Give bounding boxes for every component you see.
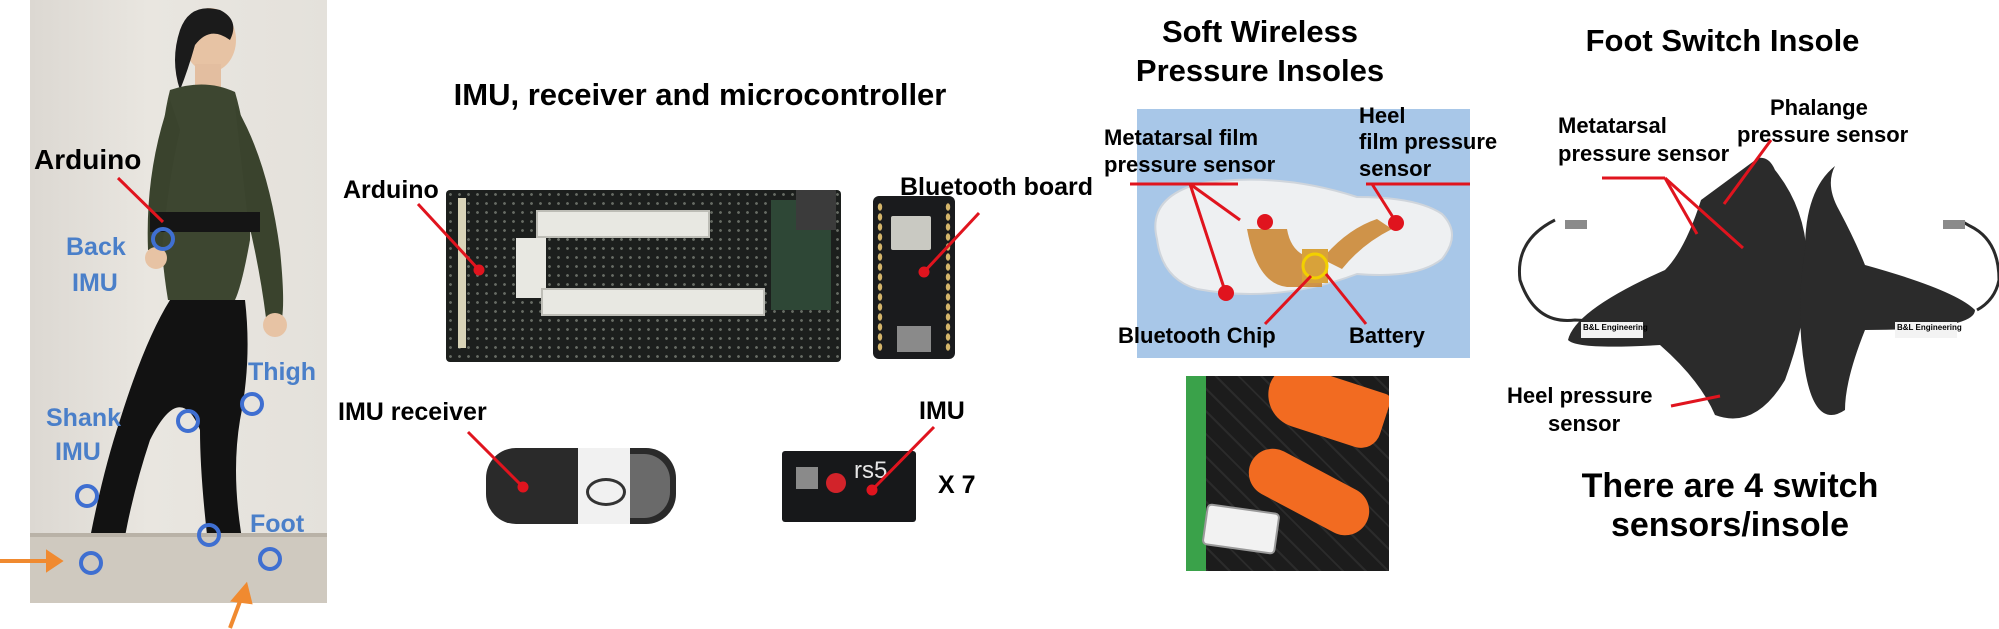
walker-arduino-label: Arduino <box>34 144 142 175</box>
walker-photo <box>30 0 327 603</box>
bluetooth-board-label: Bluetooth board <box>900 173 1094 201</box>
insole-heel-label-line-2: film pressure <box>1359 129 1498 154</box>
shank-imu-marker-2 <box>75 484 99 508</box>
imu-panel-title: IMU, receiver and microcontroller <box>453 77 947 112</box>
pressure-insole-photo <box>1137 109 1470 358</box>
imu-count-label: X 7 <box>938 471 976 499</box>
insole-heel-label-line-1: Heel <box>1359 103 1406 128</box>
foot-imu-marker-3 <box>258 547 282 571</box>
imu-sensor-label: IMU <box>919 397 965 425</box>
switch-metatarsal-label-line-1: Metatarsal <box>1558 113 1667 138</box>
switch-summary-line-1: There are 4 switch <box>1581 467 1879 505</box>
switch-panel-title: Foot Switch Insole <box>1585 23 1860 58</box>
insole-bluetooth-chip-label: Bluetooth Chip <box>1118 323 1276 348</box>
foot-label: Foot <box>250 510 305 538</box>
insole-metatarsal-label-line-1: Metatarsal film <box>1104 125 1259 150</box>
foot-imu-marker <box>197 523 221 547</box>
back-imu-marker <box>151 227 175 251</box>
imu-receiver-label: IMU receiver <box>338 398 487 426</box>
insole-panel-title-line-2: Pressure Insoles <box>1135 53 1385 88</box>
arduino-board-photo <box>446 190 841 362</box>
arduino-board-label: Arduino <box>343 176 439 204</box>
insole-heel-label-line-3: sensor <box>1359 156 1432 181</box>
insole-metatarsal-label-line-2: pressure sensor <box>1104 152 1276 177</box>
shank-imu-marker <box>176 409 200 433</box>
switch-summary-line-2: sensors/insole <box>1610 506 1850 544</box>
pressure-insole-illustration <box>1154 178 1453 301</box>
switch-phalange-label-line-2: pressure sensor <box>1737 122 1909 147</box>
back-imu-label-line-2: IMU <box>72 269 118 297</box>
insole-battery-label: Battery <box>1349 323 1425 348</box>
insole-brand-right: B&L Engineering <box>1897 323 1962 332</box>
insole-brand-left: B&L Engineering <box>1583 323 1648 332</box>
switch-phalange-label-line-1: Phalange <box>1770 95 1868 120</box>
back-imu-label-line-1: Back <box>66 233 126 261</box>
insole-panel-title-line-1: Soft Wireless <box>1161 14 1359 49</box>
thigh-imu-marker <box>240 392 264 416</box>
thigh-label: Thigh <box>248 358 317 386</box>
foot-imu-marker-2 <box>79 551 103 575</box>
switch-metatarsal-label-line-2: pressure sensor <box>1558 141 1730 166</box>
shank-imu-label-line-2: IMU <box>55 438 101 466</box>
bluetooth-board-photo <box>873 196 955 359</box>
switch-heel-label-line-2: sensor <box>1548 411 1621 436</box>
switch-heel-label-line-1: Heel pressure <box>1507 383 1653 408</box>
imu-sensor-photo: rs5 <box>782 451 916 522</box>
shank-imu-label-line-1: Shank <box>46 404 122 432</box>
insole-shoe-phone-photo <box>1186 376 1389 571</box>
